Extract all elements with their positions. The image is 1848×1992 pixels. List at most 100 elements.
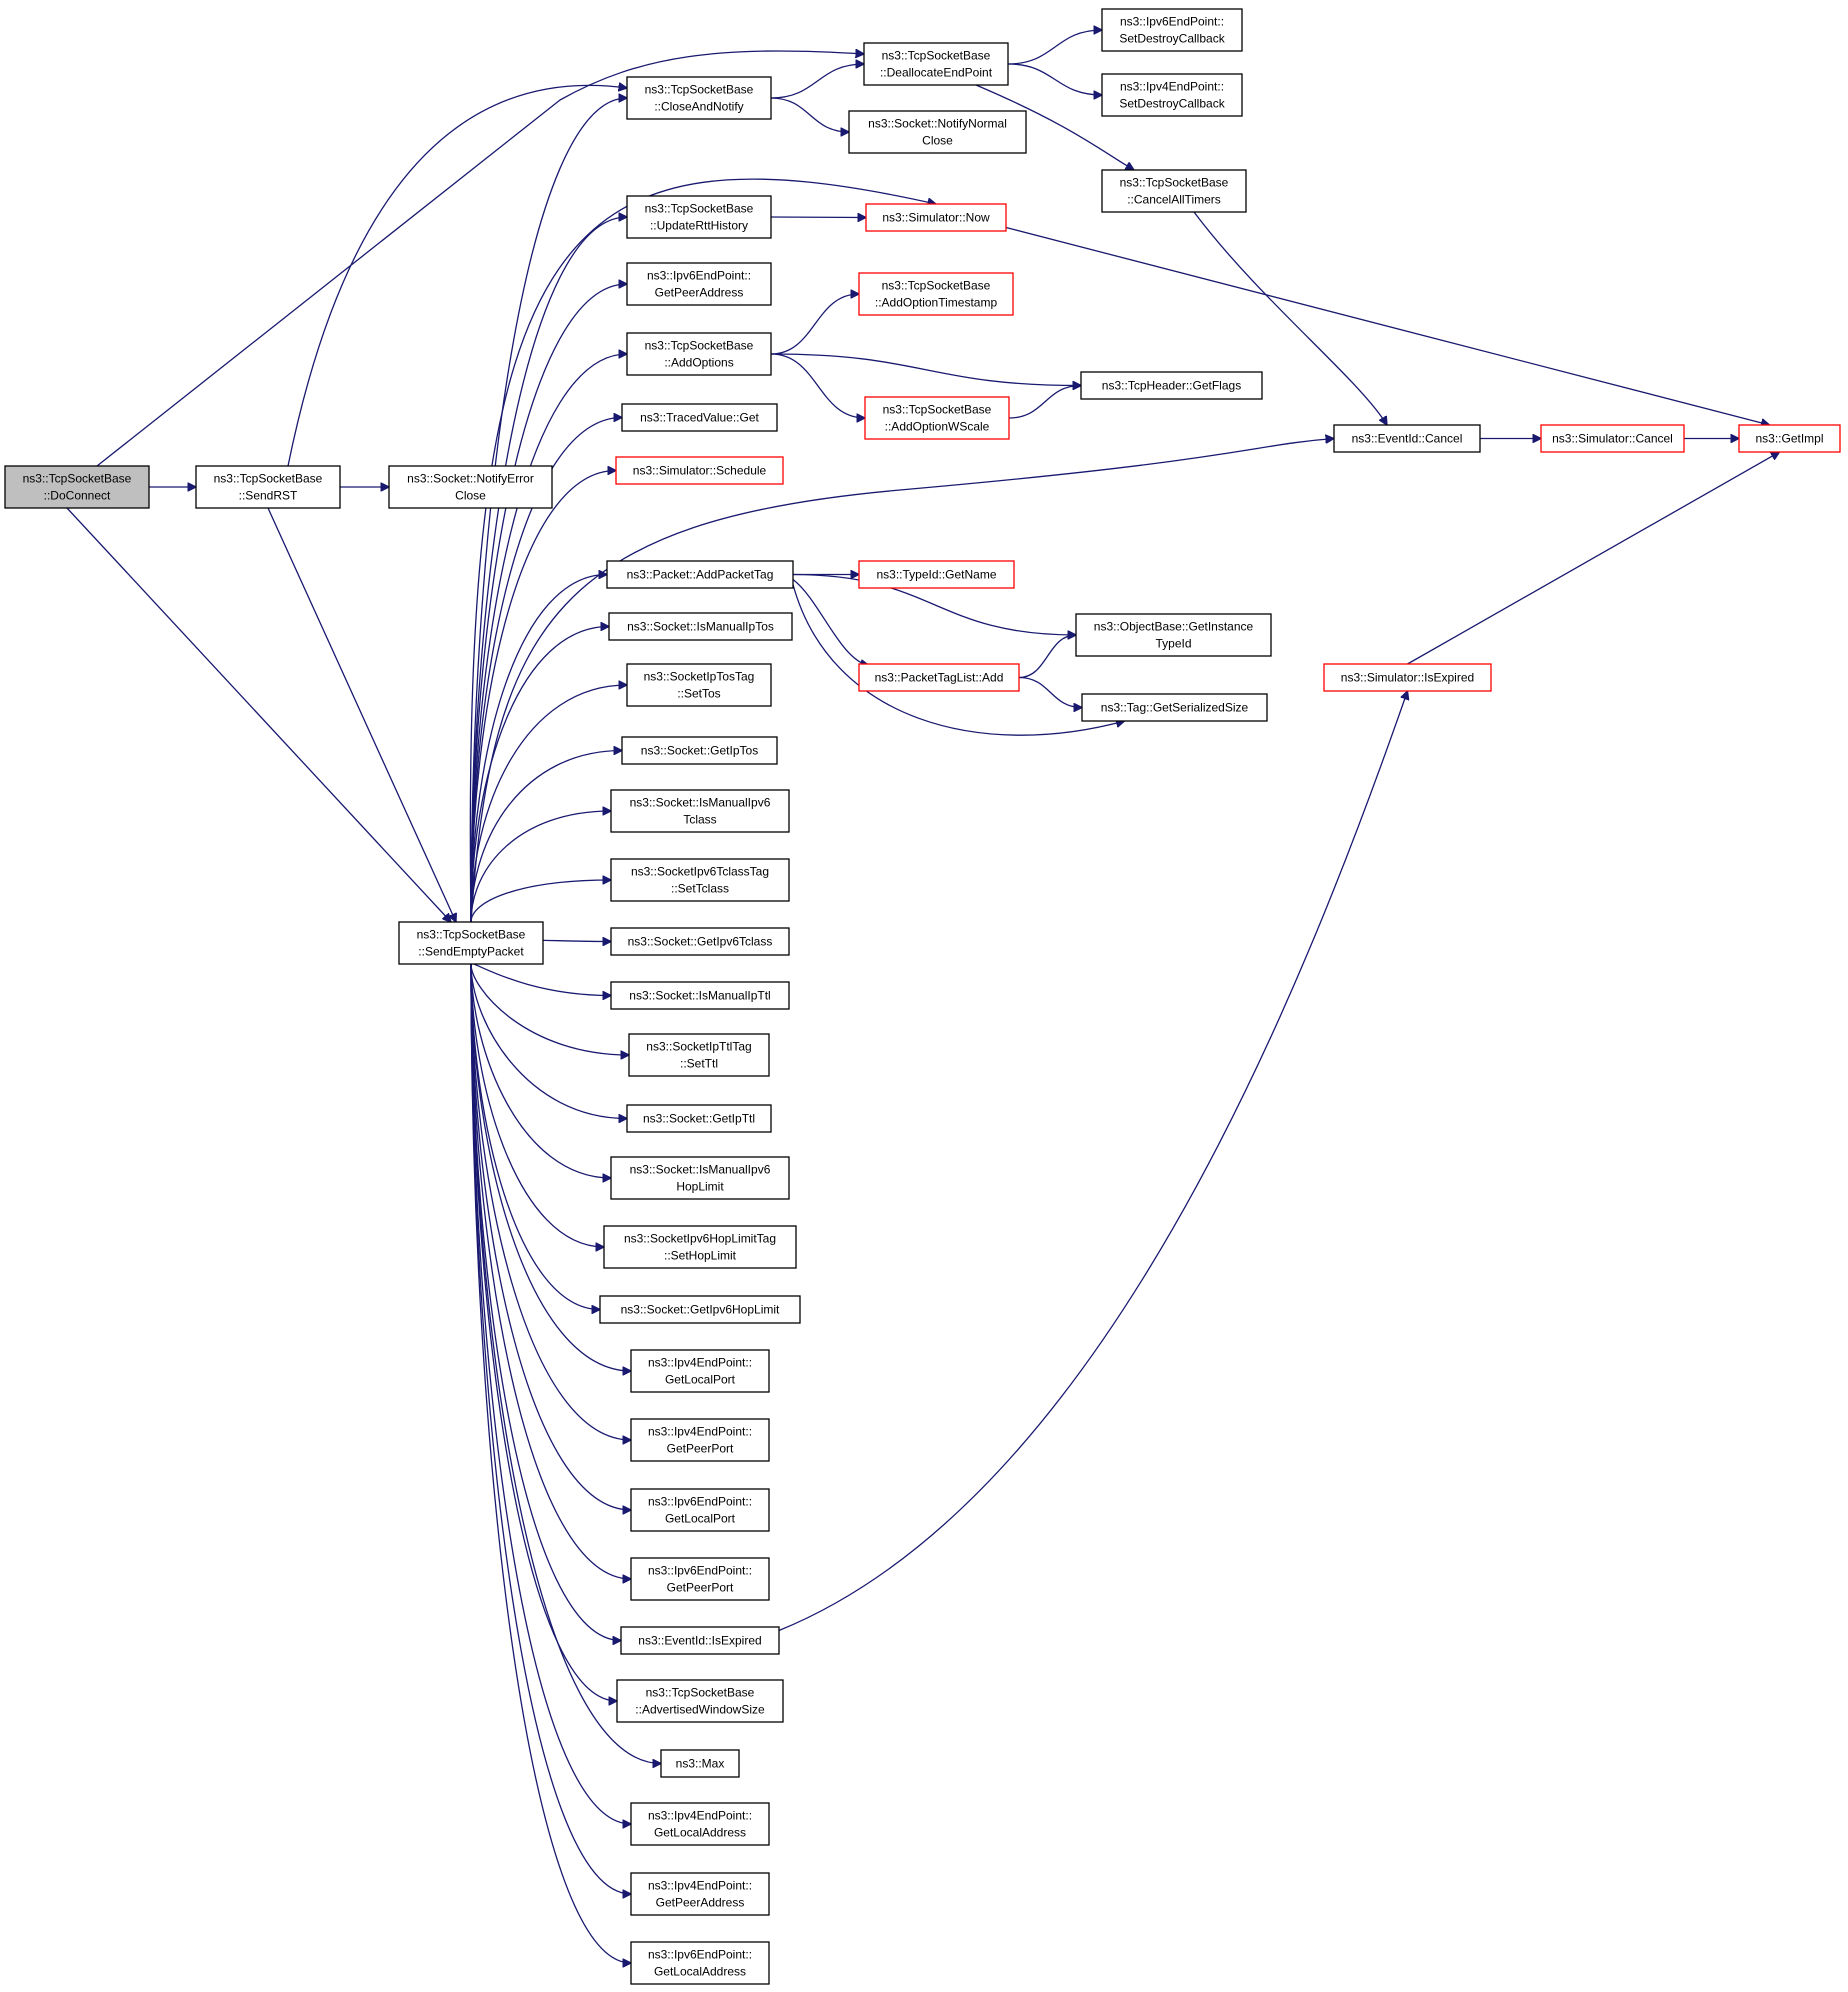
node-box: [603, 1225, 797, 1269]
node-box: [630, 1488, 770, 1532]
edge-addpackettag-to-getinstancetypeid: [792, 573, 1076, 636]
node-box: [628, 1033, 770, 1077]
node-cancelalltimers[interactable]: ns3::TcpSocketBase::CancelAllTimers: [1101, 169, 1247, 213]
node-ismanualipttl[interactable]: ns3::Socket::IsManualIpTtl: [610, 981, 790, 1010]
node-label-line: GetLocalPort: [665, 1373, 736, 1387]
node-getflags[interactable]: ns3::TcpHeader::GetFlags: [1080, 371, 1263, 400]
node-addpackettag[interactable]: ns3::Packet::AddPacketTag: [606, 560, 794, 589]
node-getipttl[interactable]: ns3::Socket::GetIpTtl: [626, 1104, 772, 1133]
node-label-line: ns3::Ipv4EndPoint::: [1120, 80, 1224, 94]
node-label-line: ns3::SocketIpTtlTag: [646, 1040, 751, 1054]
node-max[interactable]: ns3::Max: [660, 1749, 740, 1778]
node-box: [630, 1802, 770, 1846]
nodes-layer: ns3::TcpSocketBase::DoConnectns3::TcpSoc…: [4, 8, 1841, 1985]
node-eventcancel[interactable]: ns3::EventId::Cancel: [1333, 424, 1481, 453]
edge-sendemptypacket-to-eventcancel: [470, 439, 1334, 923]
node-sethoplimit[interactable]: ns3::SocketIpv6HopLimitTag::SetHopLimit: [603, 1225, 797, 1269]
node-ismanualiptos[interactable]: ns3::Socket::IsManualIpTos: [608, 612, 793, 641]
node-label-line: ns3::Ipv4EndPoint::: [648, 1356, 752, 1370]
node-box: [630, 1941, 770, 1985]
node-label-line: ns3::Socket::NotifyError: [407, 472, 534, 486]
node-simisexpired[interactable]: ns3::Simulator::IsExpired: [1323, 663, 1492, 692]
node-ipv6getlocaladdr[interactable]: ns3::Ipv6EndPoint::GetLocalAddress: [630, 1941, 770, 1985]
node-updatertt[interactable]: ns3::TcpSocketBase::UpdateRttHistory: [626, 195, 772, 239]
node-label-line: Close: [455, 489, 486, 503]
node-doconnect[interactable]: ns3::TcpSocketBase::DoConnect: [4, 465, 150, 509]
node-ipv6destroy[interactable]: ns3::Ipv6EndPoint::SetDestroyCallback: [1101, 8, 1243, 52]
node-closeandnotify[interactable]: ns3::TcpSocketBase::CloseAndNotify: [626, 76, 772, 120]
edge-sendemptypacket-to-getipttl: [470, 963, 627, 1119]
edge-sendrst-to-closeandnotify: [287, 85, 627, 467]
node-addoptionws[interactable]: ns3::TcpSocketBase::AddOptionWScale: [864, 396, 1010, 440]
node-box: [626, 332, 772, 376]
node-label-line: ns3::Socket::GetIpv6HopLimit: [621, 1303, 780, 1317]
node-getipv6tclass[interactable]: ns3::Socket::GetIpv6Tclass: [610, 927, 790, 956]
node-label-line: ns3::TcpSocketBase: [646, 1686, 755, 1700]
node-label-line: ns3::Ipv4EndPoint::: [648, 1879, 752, 1893]
node-eventisexpired[interactable]: ns3::EventId::IsExpired: [620, 1626, 780, 1655]
node-setttl[interactable]: ns3::SocketIpTtlTag::SetTtl: [628, 1033, 770, 1077]
node-typeidgetname[interactable]: ns3::TypeId::GetName: [858, 560, 1015, 589]
node-simcancel[interactable]: ns3::Simulator::Cancel: [1540, 424, 1685, 453]
node-label-line: ns3::Socket::IsManualIpTtl: [629, 989, 770, 1003]
node-label-line: ns3::TcpSocketBase: [214, 472, 323, 486]
node-box: [864, 396, 1010, 440]
node-deallocate[interactable]: ns3::TcpSocketBase::DeallocateEndPoint: [863, 42, 1009, 86]
node-addoptions[interactable]: ns3::TcpSocketBase::AddOptions: [626, 332, 772, 376]
node-box: [858, 560, 1015, 589]
node-label-line: ns3::TcpSocketBase: [882, 49, 991, 63]
node-settclass[interactable]: ns3::SocketIpv6TclassTag::SetTclass: [610, 858, 790, 902]
node-box: [630, 1872, 770, 1916]
node-label-line: ::AdvertisedWindowSize: [635, 1703, 765, 1717]
node-advwindowsize[interactable]: ns3::TcpSocketBase::AdvertisedWindowSize: [616, 1679, 784, 1723]
node-sendrst[interactable]: ns3::TcpSocketBase::SendRST: [195, 465, 341, 509]
node-ipv4getlocalport[interactable]: ns3::Ipv4EndPoint::GetLocalPort: [630, 1349, 770, 1393]
edge-doconnect-to-deallocate: [96, 51, 864, 467]
node-box: [621, 403, 778, 432]
node-box: [388, 465, 553, 509]
node-label-line: GetLocalAddress: [654, 1965, 746, 1979]
node-box: [1081, 693, 1268, 722]
node-getipv6hoplimit[interactable]: ns3::Socket::GetIpv6HopLimit: [599, 1295, 801, 1324]
node-ipv4getpeeraddr[interactable]: ns3::Ipv4EndPoint::GetPeerAddress: [630, 1872, 770, 1916]
node-ipv4getpeerport[interactable]: ns3::Ipv4EndPoint::GetPeerPort: [630, 1418, 770, 1462]
node-getserializedsize[interactable]: ns3::Tag::GetSerializedSize: [1081, 693, 1268, 722]
node-box: [865, 203, 1007, 232]
node-sendemptypacket[interactable]: ns3::TcpSocketBase::SendEmptyPacket: [398, 921, 544, 965]
node-label-line: ns3::TcpSocketBase: [417, 928, 526, 942]
node-ipv4destroy[interactable]: ns3::Ipv4EndPoint::SetDestroyCallback: [1101, 73, 1243, 117]
node-ipv6getpeeraddr[interactable]: ns3::Ipv6EndPoint::GetPeerAddress: [626, 262, 772, 306]
node-ipv4getlocaladdr[interactable]: ns3::Ipv4EndPoint::GetLocalAddress: [630, 1802, 770, 1846]
node-label-line: ns3::ObjectBase::GetInstance: [1094, 620, 1254, 634]
node-label-line: ns3::Ipv4EndPoint::: [648, 1809, 752, 1823]
node-ipv6getlocalport[interactable]: ns3::Ipv6EndPoint::GetLocalPort: [630, 1488, 770, 1532]
node-getiptos[interactable]: ns3::Socket::GetIpTos: [621, 736, 778, 765]
node-label-line: ns3::Ipv4EndPoint::: [648, 1425, 752, 1439]
node-box: [620, 1626, 780, 1655]
edge-sendemptypacket-to-eventisexpired: [470, 963, 621, 1641]
node-settos[interactable]: ns3::SocketIpTosTag::SetTos: [626, 663, 772, 707]
node-tracedget[interactable]: ns3::TracedValue::Get: [621, 403, 778, 432]
node-label-line: ns3::TcpHeader::GetFlags: [1102, 379, 1241, 393]
node-label-line: HopLimit: [676, 1180, 724, 1194]
node-packettaglistadd[interactable]: ns3::PacketTagList::Add: [858, 663, 1020, 692]
edge-addoptions-to-getflags: [770, 353, 1081, 386]
node-box: [630, 1557, 770, 1601]
node-box: [608, 612, 793, 641]
node-ipv6getpeerport[interactable]: ns3::Ipv6EndPoint::GetPeerPort: [630, 1557, 770, 1601]
node-schedule[interactable]: ns3::Simulator::Schedule: [615, 456, 784, 485]
node-simnow[interactable]: ns3::Simulator::Now: [865, 203, 1007, 232]
node-label-line: ::AddOptionWScale: [885, 420, 990, 434]
node-label-line: ::AddOptions: [664, 356, 733, 370]
node-getimpl[interactable]: ns3::GetImpl: [1738, 424, 1841, 453]
node-label-line: ns3::Socket::IsManualIpv6: [630, 796, 771, 810]
node-addoptionts[interactable]: ns3::TcpSocketBase::AddOptionTimestamp: [858, 272, 1014, 316]
node-label-line: ns3::TcpSocketBase: [883, 403, 992, 417]
node-label-line: ::DeallocateEndPoint: [880, 66, 993, 80]
